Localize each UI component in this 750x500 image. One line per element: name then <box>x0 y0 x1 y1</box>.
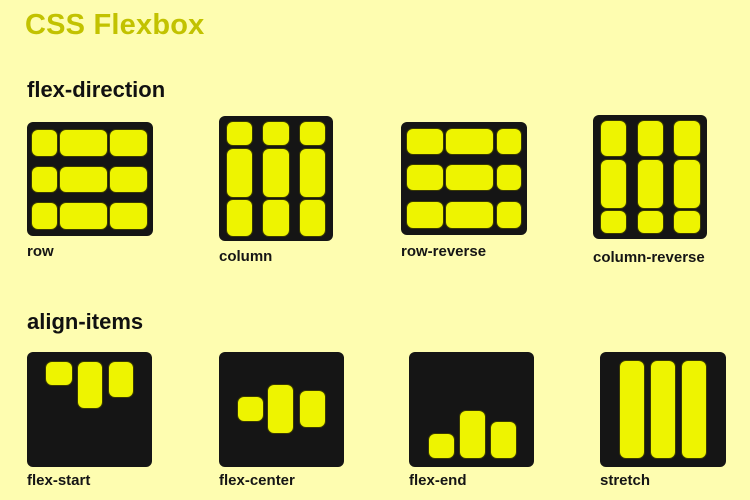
flex-item <box>446 165 493 190</box>
flex-item <box>60 130 107 156</box>
diagram-label-flex-center: flex-center <box>219 472 295 489</box>
flex-item <box>601 121 626 156</box>
diagram-label-flex-end: flex-end <box>409 472 467 489</box>
flex-item <box>110 130 147 156</box>
flex-item <box>32 203 57 229</box>
flex-item <box>638 211 663 233</box>
diagram-label-flex-start: flex-start <box>27 472 91 489</box>
flex-item <box>446 202 493 228</box>
flex-item <box>109 362 133 397</box>
flex-item <box>268 385 293 433</box>
flex-item <box>601 160 626 208</box>
flex-item <box>674 211 700 233</box>
flex-item <box>682 361 706 458</box>
flex-item <box>32 167 57 192</box>
flex-item <box>227 200 252 236</box>
flex-item <box>46 362 72 385</box>
flex-item <box>300 122 325 145</box>
flex-item <box>446 129 493 154</box>
flex-item <box>263 149 289 197</box>
page-title: CSS Flexbox <box>25 9 205 41</box>
flex-item <box>407 202 443 228</box>
flex-item <box>497 202 521 228</box>
flex-item <box>263 122 289 145</box>
flex-item <box>32 130 57 156</box>
flex-item <box>78 362 102 408</box>
flex-item <box>638 160 663 208</box>
flex-item <box>60 167 107 192</box>
flex-item <box>227 122 252 145</box>
flex-item <box>238 397 263 421</box>
diagram-label-column: column <box>219 248 273 265</box>
section-heading-flex-direction: flex-direction <box>27 77 166 102</box>
diagram-label-row: row <box>27 243 54 260</box>
flex-item <box>300 149 325 197</box>
flex-item <box>674 121 700 156</box>
flex-item <box>60 203 107 229</box>
flex-item <box>429 434 454 458</box>
flex-item <box>460 411 485 458</box>
diagram-label-row-reverse: row-reverse <box>401 243 487 260</box>
flex-item <box>407 129 443 154</box>
flex-item <box>110 203 147 229</box>
flex-item <box>407 165 443 190</box>
diagram-label-stretch: stretch <box>600 472 651 489</box>
flex-item <box>674 160 700 208</box>
flex-item <box>300 200 325 236</box>
flex-item <box>497 129 521 154</box>
flex-item <box>620 361 644 458</box>
flex-item <box>110 167 147 192</box>
flex-item <box>497 165 521 190</box>
flex-item <box>300 391 325 427</box>
flex-item <box>227 149 252 197</box>
flex-item <box>638 121 663 156</box>
flex-item <box>263 200 289 236</box>
flex-item <box>601 211 626 233</box>
diagram-label-column-reverse: column-reverse <box>593 249 705 266</box>
flex-item <box>651 361 675 458</box>
flex-item <box>491 422 516 458</box>
section-heading-align-items: align-items <box>27 309 144 334</box>
